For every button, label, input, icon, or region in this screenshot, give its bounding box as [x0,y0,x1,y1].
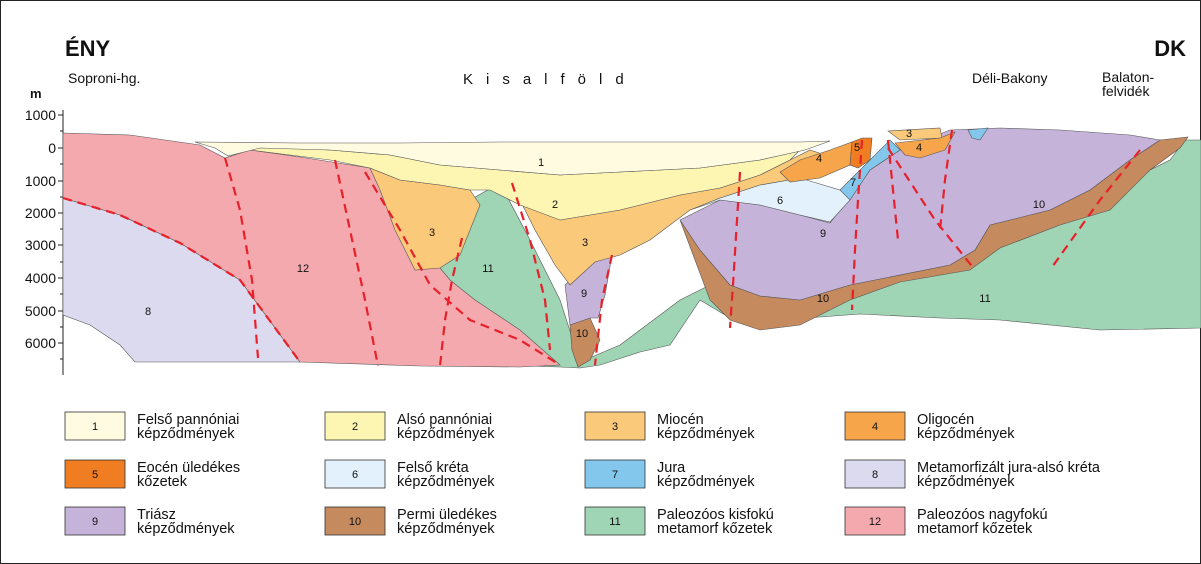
depth-tick-label: 1000 [25,107,56,123]
unit-3-miocene-east [888,128,942,140]
region-balaton-label-2: felvidék [1102,83,1150,99]
direction-nw-label: ÉNY [65,36,111,61]
legend-item: 12Paleozóos nagyfokúmetamorf kőzetek [845,507,1048,537]
legend-number: 5 [92,469,98,481]
legend-number: 9 [92,516,98,528]
geologic-units [63,128,1201,368]
depth-tick-label: 1000 [25,173,56,189]
legend-label: képződmények [657,474,755,490]
unit-label: 1 [538,157,544,169]
legend-label: képződmények [657,426,755,442]
region-bakony-label: Déli-Bakony [972,70,1047,86]
legend-label: kőzetek [137,474,188,490]
legend-label: képződmények [917,474,1015,490]
depth-unit-label: m [30,86,42,101]
legend-label: képződmények [397,521,495,537]
direction-se-label: DK [1154,36,1186,61]
depth-tick-label: 4000 [25,270,56,286]
unit-label: 6 [777,195,783,207]
unit-label: 4 [916,142,922,154]
legend-number: 7 [612,469,618,481]
legend-number: 8 [872,469,878,481]
unit-label: 8 [145,306,151,318]
legend-item: 10Permi üledékesképződmények [325,507,497,537]
unit-label: 10 [817,293,829,305]
depth-tick-label: 0 [48,140,56,156]
region-kisalfold-label: Kisalföld [463,71,637,88]
depth-tick-label: 5000 [25,303,56,319]
legend-number: 1 [92,421,98,433]
unit-label: 3 [582,237,588,249]
legend-label: képződmények [397,426,495,442]
legend-number: 6 [352,469,358,481]
legend-label: képződmények [137,426,235,442]
unit-label: 10 [576,328,588,340]
unit-label: 9 [581,288,587,300]
unit-label: 3 [429,227,435,239]
unit-label: 2 [552,199,558,211]
legend-number: 10 [349,516,361,528]
legend-label: képződmények [397,474,495,490]
depth-tick-label: 6000 [25,335,56,351]
unit-label: 11 [979,293,990,305]
unit-label: 4 [816,153,822,165]
unit-label: 12 [297,263,309,275]
unit-label: 11 [482,263,493,275]
legend-label: metamorf kőzetek [917,521,1033,537]
unit-label: 9 [820,228,826,240]
depth-axis: 1000 0 1000 2000 3000 4000 5000 6000 [25,107,63,375]
legend-number: 12 [869,516,881,528]
legend-label: képződmények [137,521,235,537]
legend-number: 2 [352,421,358,433]
depth-tick-label: 2000 [25,205,56,221]
unit-label: 10 [1033,199,1045,211]
unit-label: 7 [850,177,856,189]
depth-tick-label: 3000 [25,237,56,253]
legend-number: 11 [609,516,620,528]
unit-label: 3 [906,128,912,140]
legend-number: 3 [612,421,618,433]
legend-label: képződmények [917,426,1015,442]
region-soproni-label: Soproni-hg. [68,70,140,86]
unit-label: 5 [854,142,860,154]
legend-number: 4 [872,421,878,433]
legend-label: metamorf kőzetek [657,521,773,537]
